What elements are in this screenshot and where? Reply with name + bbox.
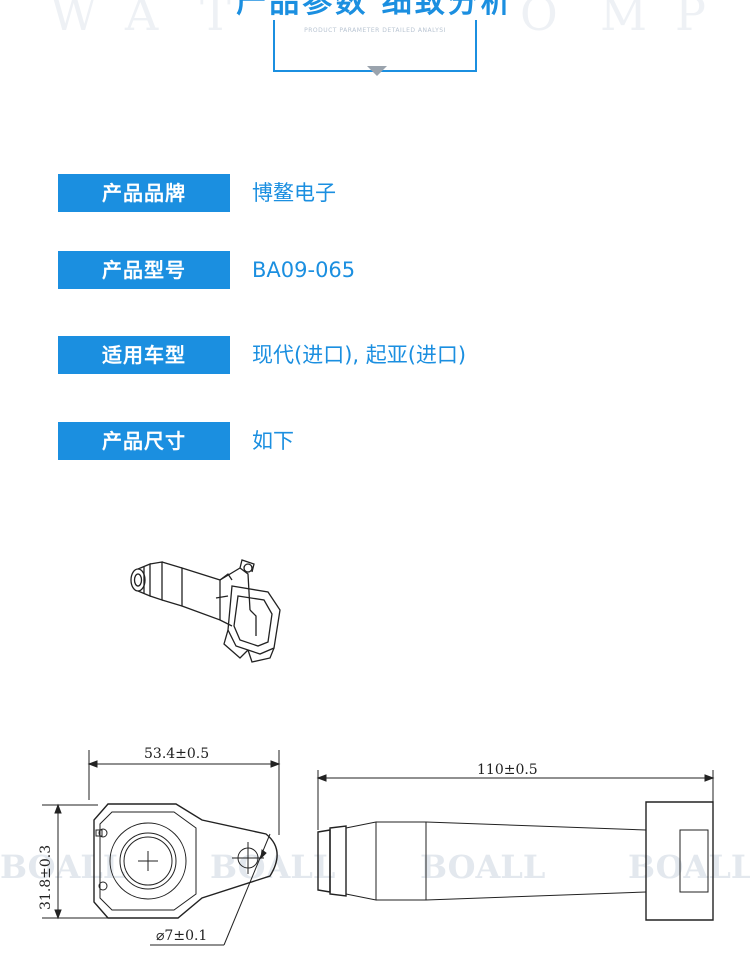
- spec-label: 产品品牌: [58, 174, 230, 212]
- dimension-length: 110±0.5: [477, 762, 538, 778]
- drawing-watermark: BOALL: [0, 848, 125, 886]
- technical-drawing: BOALL BOALL BOALL BOALL: [0, 746, 750, 946]
- page-title: 产品参数 细致分析: [236, 0, 514, 20]
- watermark-letter: A: [124, 0, 159, 38]
- watermark-letter: P: [675, 0, 706, 38]
- spec-value: BA09-065: [252, 258, 356, 282]
- dimension-height: 31.8±0.3: [38, 845, 54, 910]
- spec-label: 产品尺寸: [58, 422, 230, 460]
- watermark-letter: W: [50, 0, 98, 38]
- header-watermark: W A T O M P: [50, 0, 706, 38]
- spec-value: 现代(进口), 起亚(进口): [252, 343, 467, 367]
- drawing-watermark: BOALL: [210, 848, 335, 886]
- triangle-down-icon: [367, 66, 387, 76]
- drawing-watermark: BOALL: [628, 848, 750, 886]
- watermark-letter: M: [600, 0, 647, 38]
- spec-value: 博鳌电子: [252, 181, 336, 205]
- watermark-letter: T: [200, 0, 231, 38]
- spec-value: 如下: [252, 429, 294, 453]
- dimension-hole: ⌀7±0.1: [156, 928, 207, 944]
- spec-label: 产品型号: [58, 251, 230, 289]
- product-image: [130, 559, 281, 663]
- spec-label: 适用车型: [58, 336, 230, 374]
- watermark-letter: O: [520, 0, 558, 38]
- drawing-watermark: BOALL: [420, 848, 545, 886]
- dimension-width: 53.4±0.5: [144, 746, 209, 762]
- page-subtitle: PRODUCT PARAMETER DETAILED ANALYSI: [304, 27, 446, 34]
